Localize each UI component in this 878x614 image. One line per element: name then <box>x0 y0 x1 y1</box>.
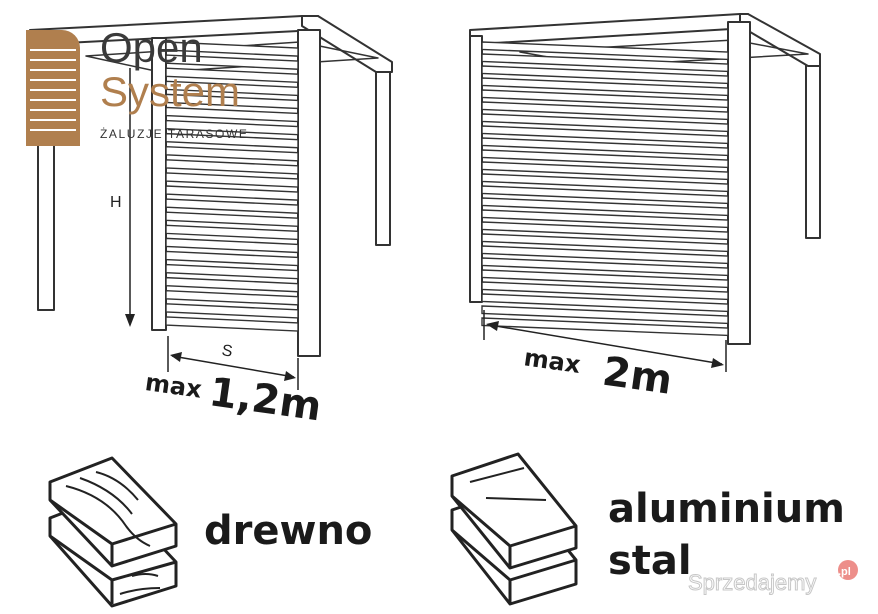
louver-slat <box>165 263 299 280</box>
brand-logo: Open System ŻALUZJE TARASOWE <box>26 24 249 146</box>
wood-planks-icon <box>48 456 178 608</box>
louver-slat <box>481 257 729 277</box>
louver-slat <box>165 80 299 97</box>
left-louver-slats <box>165 41 299 332</box>
width-dimension-right <box>483 310 727 372</box>
louver-slat <box>481 113 729 133</box>
louver-slat <box>165 93 299 110</box>
louver-slat <box>165 132 299 149</box>
louver-slat <box>165 250 299 267</box>
louver-slat <box>481 65 729 85</box>
louver-slat <box>481 221 729 241</box>
logo-word-open: Open <box>100 24 203 71</box>
louver-slat <box>165 185 299 201</box>
max-value-right: 2m <box>600 349 675 404</box>
louver-slat <box>165 211 299 228</box>
louver-slat <box>165 316 299 332</box>
louver-slat <box>165 119 299 136</box>
louver-slat <box>481 185 729 205</box>
louver-slat <box>481 293 729 313</box>
louver-slat <box>481 137 729 157</box>
louver-slat <box>481 245 729 265</box>
louver-slat <box>481 173 729 193</box>
louver-slat <box>165 67 299 84</box>
width-label: S <box>221 342 234 360</box>
width-dimension-left <box>167 336 299 390</box>
louver-slat <box>165 198 299 214</box>
louver-slat <box>165 145 299 162</box>
left-pergola <box>29 15 393 357</box>
louver-slat <box>165 289 299 306</box>
max-width-left: max 1,2m <box>143 368 324 430</box>
max-prefix-right: max <box>522 343 583 379</box>
louver-slat <box>165 237 299 254</box>
louver-slat <box>481 41 729 61</box>
metal-planks-icon <box>450 452 578 606</box>
logo-blinds-icon <box>26 30 80 146</box>
louver-slat <box>481 149 729 169</box>
louver-slat <box>165 224 299 241</box>
louver-slat <box>481 53 729 73</box>
louver-slat <box>481 209 729 229</box>
louver-slat <box>481 233 729 253</box>
max-value-left: 1,2m <box>206 369 324 430</box>
louver-slat <box>165 106 299 123</box>
watermark-badge <box>838 560 858 580</box>
right-louver-slats <box>481 41 729 337</box>
right-pergola <box>469 13 821 345</box>
max-width-right: max 2m <box>522 343 675 404</box>
louver-slat <box>481 89 729 109</box>
louver-slat <box>481 269 729 289</box>
louver-slat <box>481 317 729 337</box>
material-steel-label: stal <box>608 538 692 584</box>
louver-slat <box>481 77 729 97</box>
material-wood-label: drewno <box>204 508 372 554</box>
logo-tagline: ŻALUZJE TARASOWE <box>100 127 249 141</box>
height-dimension <box>125 68 135 327</box>
louver-slat <box>165 41 299 57</box>
watermark-text: Sprzedajemy <box>688 570 816 595</box>
louver-slat <box>481 101 729 121</box>
louver-slat <box>165 276 299 293</box>
louver-slat <box>481 281 729 301</box>
material-aluminium-label: aluminium <box>608 486 845 532</box>
louver-slat <box>165 172 299 188</box>
louver-slat <box>165 159 299 175</box>
logo-word-system: System <box>100 68 240 115</box>
louver-slat <box>165 54 299 70</box>
louver-slat <box>481 197 729 217</box>
height-label: H <box>110 194 122 211</box>
louver-slat <box>165 303 299 319</box>
louver-slat <box>481 125 729 145</box>
watermark-badge-text: .pl <box>838 566 851 578</box>
watermark: Sprzedajemy .pl <box>688 560 858 596</box>
louver-slat <box>481 305 729 325</box>
louver-slat <box>481 161 729 181</box>
max-prefix-left: max <box>143 368 204 404</box>
